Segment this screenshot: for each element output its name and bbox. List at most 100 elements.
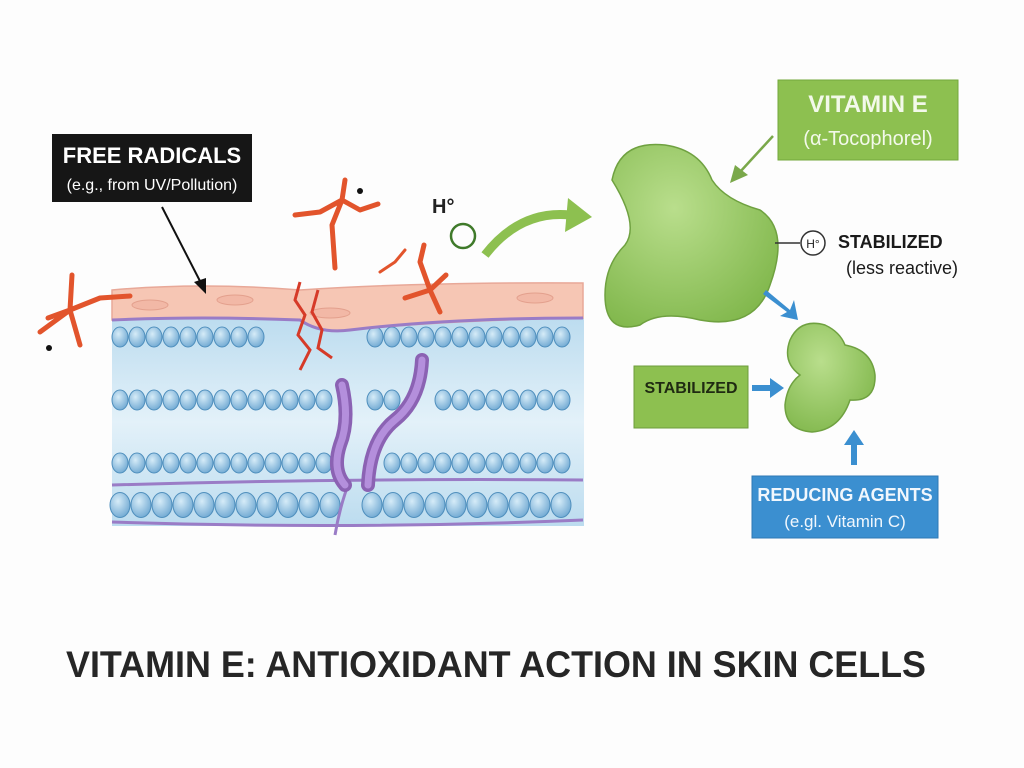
lipid-sphere [536, 389, 554, 411]
lipid-sphere [529, 492, 551, 518]
lipid-sphere [247, 389, 265, 411]
stabilized-box-text: STABILIZED [644, 380, 737, 397]
lipid-sphere [264, 452, 282, 474]
lipid-sphere [111, 326, 129, 348]
hydrogen-atom-icon [449, 222, 477, 250]
lipid-sphere [172, 492, 194, 518]
reducing-agents-label: REDUCING AGENTS (e.gl. Vitamin C) [751, 475, 939, 539]
lipid-sphere [366, 326, 384, 348]
lipid-sphere [162, 326, 180, 348]
lipid-sphere [403, 492, 425, 518]
lipid-sphere [519, 452, 537, 474]
radical-dots [46, 188, 363, 351]
stabilized-label: STABILIZED [633, 365, 749, 429]
lipid-sphere [400, 452, 418, 474]
lipid-sphere [247, 326, 265, 348]
lipid-sphere [434, 326, 452, 348]
lipid-sphere [382, 492, 404, 518]
free-radicals-label: FREE RADICALS (e.g., from UV/Pollution) [52, 134, 252, 202]
lipid-sphere [151, 492, 173, 518]
lipid-sphere [111, 389, 129, 411]
lipid-sphere [145, 326, 163, 348]
lipid-sphere [193, 492, 215, 518]
hydrogen-label: H° [432, 196, 454, 218]
lipid-sphere [536, 452, 554, 474]
free-radicals-subtitle: (e.g., from UV/Pollution) [67, 177, 238, 194]
lipid-sphere [298, 389, 316, 411]
lipid-sphere [451, 452, 469, 474]
hydrogen-symbol: H° [806, 237, 820, 251]
lipid-sphere [264, 389, 282, 411]
lipid-sphere [550, 492, 572, 518]
lipid-sphere [196, 326, 214, 348]
lipid-sphere [298, 452, 316, 474]
skin-membrane [109, 281, 584, 536]
lipid-sphere [162, 389, 180, 411]
lipid-sphere [230, 389, 248, 411]
hydrogen-atom-icon [800, 230, 826, 256]
regenerated-vitamin-e-molecule [784, 322, 876, 433]
lipid-sphere [196, 452, 214, 474]
lipid-sphere [485, 452, 503, 474]
lipid-sphere [508, 492, 530, 518]
lipid-sphere [111, 452, 129, 474]
lipid-sphere [281, 452, 299, 474]
vitamin-e-title: VITAMIN E [808, 91, 928, 118]
lipid-sphere [536, 326, 554, 348]
vitamin-e-label: VITAMIN E (α-Tocophorel) [777, 79, 959, 161]
stabilized-note-title: STABILIZED [838, 232, 943, 252]
lipid-sphere [128, 452, 146, 474]
lipid-sphere [230, 452, 248, 474]
lipid-sphere [256, 492, 278, 518]
lipid-sphere [214, 492, 236, 518]
lipid-sphere [196, 389, 214, 411]
reducing-agents-title: REDUCING AGENTS [757, 485, 932, 505]
free-radicals-title: FREE RADICALS [63, 143, 241, 168]
lipid-sphere [366, 389, 384, 411]
main-title: VITAMIN E: ANTIOXIDANT ACTION IN SKIN CE… [66, 644, 926, 685]
lipid-sphere [319, 492, 341, 518]
lipid-sphere [485, 389, 503, 411]
lipid-sphere [128, 389, 146, 411]
lipid-sphere [213, 452, 231, 474]
vitamin-e-molecule [604, 143, 779, 328]
lipid-sphere [424, 492, 446, 518]
lipid-sphere [487, 492, 509, 518]
lipid-sphere [130, 492, 152, 518]
membrane-damage-cracks [293, 281, 333, 371]
lipid-sphere [502, 389, 520, 411]
lipid-sphere [468, 389, 486, 411]
lipid-sphere [128, 326, 146, 348]
lipid-sphere [109, 492, 131, 518]
lipid-sphere [213, 326, 231, 348]
lipid-sphere [281, 389, 299, 411]
lipid-sphere [277, 492, 299, 518]
lipid-sphere [466, 492, 488, 518]
lipid-sphere [145, 389, 163, 411]
free-radical-molecules [37, 177, 449, 348]
lipid-sphere [315, 389, 333, 411]
lipid-sphere [383, 326, 401, 348]
lipid-sphere [468, 326, 486, 348]
lipid-spheres [109, 326, 572, 518]
lipid-sphere [247, 452, 265, 474]
lipid-sphere [519, 326, 537, 348]
lipid-sphere [451, 326, 469, 348]
lipid-sphere [179, 452, 197, 474]
lipid-sphere [213, 389, 231, 411]
blue-arrows [752, 290, 864, 465]
lipid-sphere [383, 452, 401, 474]
vitamin-e-arrow-icon [730, 135, 774, 183]
lipid-sphere [162, 452, 180, 474]
pointer-arrow-icon [161, 206, 206, 294]
lipid-sphere [451, 389, 469, 411]
lipid-sphere [468, 452, 486, 474]
lipid-sphere [553, 452, 571, 474]
lipid-sphere [145, 452, 163, 474]
lipid-sphere [361, 492, 383, 518]
lipid-sphere [230, 326, 248, 348]
lipid-sphere [417, 452, 435, 474]
lipid-sphere [235, 492, 257, 518]
lipid-sphere [298, 492, 320, 518]
